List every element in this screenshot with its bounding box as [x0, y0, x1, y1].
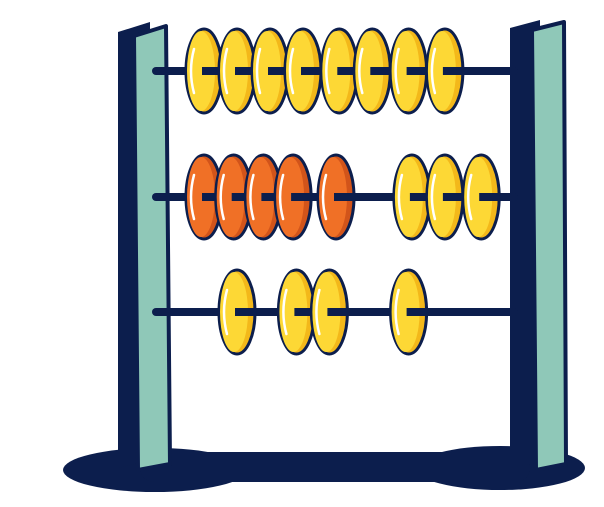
right-frame-post: [510, 20, 568, 472]
left-frame-post: [118, 22, 172, 472]
bead-row2-2: [214, 153, 254, 241]
bead-row3-1: [217, 268, 257, 356]
bead-row1-4: [283, 27, 323, 115]
bead-row1-8: [425, 27, 465, 115]
bead-row2-1: [184, 153, 224, 241]
bead-row1-7: [389, 27, 429, 115]
bead-row3-2: [276, 268, 316, 356]
bead-row3-4: [389, 268, 429, 356]
bead-row1-2: [217, 27, 257, 115]
bead-row1-6: [352, 27, 392, 115]
bead-row2-7: [425, 153, 465, 241]
bead-row1-5: [319, 27, 359, 115]
bead-row2-8: [461, 153, 501, 241]
bead-row1-3: [250, 27, 290, 115]
bead-row2-6: [392, 153, 432, 241]
beads-group: [184, 27, 501, 356]
bead-row1-1: [184, 27, 224, 115]
bead-row3-3: [309, 268, 349, 356]
bead-row2-5: [316, 153, 356, 241]
bead-row2-4: [273, 153, 313, 241]
base-bar: [140, 452, 530, 482]
